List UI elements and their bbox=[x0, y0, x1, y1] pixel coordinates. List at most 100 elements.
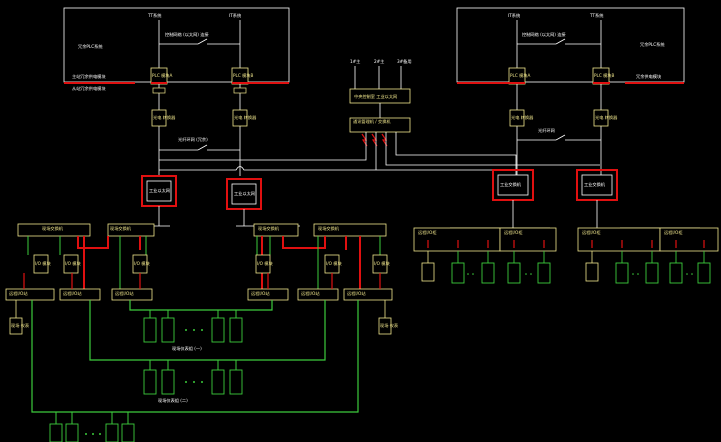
field-row-1: 现场仪表组 (一) bbox=[143, 317, 243, 352]
field-row-1-label: 现场仪表组 (一) bbox=[172, 345, 202, 352]
red-link-b bbox=[282, 236, 326, 249]
io-box-2-label: I/O 模块 bbox=[65, 260, 81, 267]
center-red-mark-1 bbox=[361, 133, 368, 147]
ellipsis-dot bbox=[525, 273, 527, 275]
ellipsis-dot bbox=[530, 273, 532, 275]
remote-station-5-label: 远程I/O站 bbox=[301, 290, 320, 297]
right-panel-2-label: 远程I/O柜 bbox=[504, 229, 523, 236]
right-link-label: 控制网络 (以太网) 连接 bbox=[522, 31, 566, 38]
field-device bbox=[211, 317, 225, 343]
right-chain: 光电 转换器 光电 转换器 光纤环网 工业交换机 工业交换机 bbox=[492, 84, 618, 228]
left-device-2-label: PLC 模块B bbox=[233, 72, 253, 79]
left-control-room: TT系统 IT系统 冗余PLC系统 控制网络 (以太网) 连接 PLC 模块A … bbox=[63, 7, 290, 92]
side-left-instrument-label: 现场 仪表 bbox=[11, 322, 30, 329]
left-bridge-wire bbox=[159, 166, 500, 171]
right-plc-note: 冗余PLC系统 bbox=[640, 41, 665, 48]
side-left-instrument bbox=[9, 317, 23, 335]
right-tie-switch bbox=[555, 38, 566, 45]
ellipsis-dot bbox=[193, 329, 195, 331]
ellipsis-dot bbox=[85, 433, 87, 435]
center-red-mark-3 bbox=[381, 133, 388, 147]
right-source-1-label: IT系统 bbox=[508, 12, 520, 19]
left-link-label: 控制网络 (以太网) 连接 bbox=[165, 31, 209, 38]
remote-station-2 bbox=[59, 288, 101, 301]
field-switch-1 bbox=[17, 223, 91, 237]
ellipsis-dot bbox=[472, 273, 474, 275]
center-wire-right bbox=[395, 132, 517, 176]
right-conv-2-label: 光电 转换器 bbox=[595, 114, 618, 121]
right-instrument bbox=[451, 262, 465, 284]
right-instrument-yellow bbox=[585, 262, 599, 282]
left-ring-label: 光纤环网 (冗余) bbox=[178, 136, 208, 143]
center-red-mark-2 bbox=[371, 133, 378, 147]
ellipsis-dot bbox=[185, 381, 187, 383]
field-row-2: 现场仪表组 (二) bbox=[143, 369, 243, 404]
left-conv-1-label: 光电 转换器 bbox=[153, 114, 176, 121]
right-instrument bbox=[615, 262, 629, 284]
io-box-4 bbox=[255, 254, 271, 274]
right-switch-1 bbox=[497, 174, 529, 196]
center-tag-1: 1#主 bbox=[350, 58, 360, 64]
right-room-frame bbox=[456, 7, 685, 83]
io-box-6-label: I/O 模块 bbox=[374, 260, 390, 267]
remote-station-1 bbox=[5, 288, 55, 301]
right-instrument bbox=[669, 262, 683, 284]
field-device bbox=[229, 317, 243, 343]
right-conv-1-label: 光电 转换器 bbox=[511, 114, 534, 121]
remote-station-3-label: 远程I/O站 bbox=[115, 290, 134, 297]
field-device bbox=[143, 369, 157, 395]
field-switch-2-label: 现场交换机 bbox=[110, 225, 132, 232]
right-instrument bbox=[537, 262, 551, 284]
red-link-a bbox=[77, 236, 109, 249]
right-panel-4-label: 远程I/O柜 bbox=[664, 229, 683, 236]
ellipsis-dot bbox=[193, 381, 195, 383]
left-switch-1 bbox=[146, 180, 172, 202]
field-switch-2 bbox=[107, 223, 155, 237]
field-device bbox=[121, 423, 135, 442]
right-instrument bbox=[645, 262, 659, 284]
remote-station-3 bbox=[111, 288, 153, 301]
center-panel: 1#主 2#主 3#备用 中央控制室 工业以太网 通讯管理机 / 交换机 bbox=[159, 58, 600, 176]
left-device-1-label: PLC 模块A bbox=[152, 72, 172, 79]
ellipsis-dot bbox=[92, 433, 94, 435]
left-conv-2-label: 光电 转换器 bbox=[234, 114, 257, 121]
io-box-4-label: I/O 模块 bbox=[257, 260, 273, 267]
ellipsis-dot bbox=[691, 273, 693, 275]
right-source-2-label: TT系统 bbox=[589, 12, 603, 19]
green-run-a bbox=[31, 300, 359, 413]
left-source-2-label: IT系统 bbox=[229, 12, 241, 19]
ellipsis-dot bbox=[467, 273, 469, 275]
field-device bbox=[211, 369, 225, 395]
left-chain: 光电 转换器 光电 转换器 光纤环网 (冗余) 工业以太网 工业以太网 bbox=[141, 84, 500, 210]
io-box-3-label: I/O 模块 bbox=[134, 260, 150, 267]
left-conv-2 bbox=[232, 109, 248, 127]
ellipsis-dot bbox=[99, 433, 101, 435]
ellipsis-dot bbox=[632, 273, 634, 275]
field-device bbox=[65, 423, 79, 442]
right-switch-2 bbox=[581, 174, 613, 196]
field-device bbox=[161, 317, 175, 343]
left-switch-2 bbox=[231, 183, 257, 205]
right-panel-1-label: 远程I/O柜 bbox=[418, 229, 437, 236]
right-field-network: 远程I/O柜 远程I/O柜 远程I/O柜 远程I/O柜 bbox=[413, 227, 719, 284]
ellipsis-dot bbox=[201, 381, 203, 383]
center-wire-left bbox=[159, 132, 367, 161]
center-tag-2: 2#主 bbox=[374, 58, 384, 64]
io-box-1-label: I/O 模块 bbox=[35, 260, 51, 267]
left-chain-tie-switch bbox=[197, 144, 208, 151]
remote-station-4-label: 远程I/O站 bbox=[251, 290, 270, 297]
left-conv-1 bbox=[151, 109, 167, 127]
right-chain-tie-switch bbox=[555, 134, 566, 141]
left-tie-switch bbox=[197, 38, 208, 45]
left-red-note-left: 主站冗余供电模块 bbox=[72, 73, 106, 80]
right-instrument bbox=[697, 262, 711, 284]
center-panel-bottom bbox=[349, 117, 411, 133]
center-panel-top-label: 中央控制室 工业以太网 bbox=[354, 93, 397, 100]
center-wire-right-2 bbox=[385, 132, 600, 166]
left-plc-note: 冗余PLC系统 bbox=[78, 43, 103, 50]
left-switch-1-label: 工业以太网 bbox=[149, 187, 170, 194]
right-instrument bbox=[507, 262, 521, 284]
right-instrument-yellow bbox=[421, 262, 435, 282]
field-switch-3-label: 现场交换机 bbox=[258, 225, 280, 232]
